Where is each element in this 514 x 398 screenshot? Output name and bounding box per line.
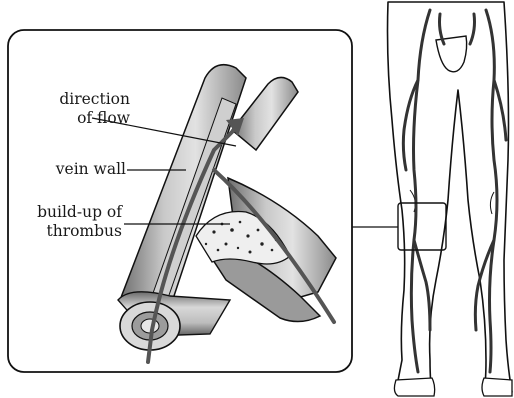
feet	[394, 378, 512, 396]
label-direction-of-flow: direction of flow	[20, 90, 130, 128]
label-vein-wall: vein wall	[20, 160, 126, 179]
label-thrombus: build-up of thrombus	[10, 203, 122, 241]
